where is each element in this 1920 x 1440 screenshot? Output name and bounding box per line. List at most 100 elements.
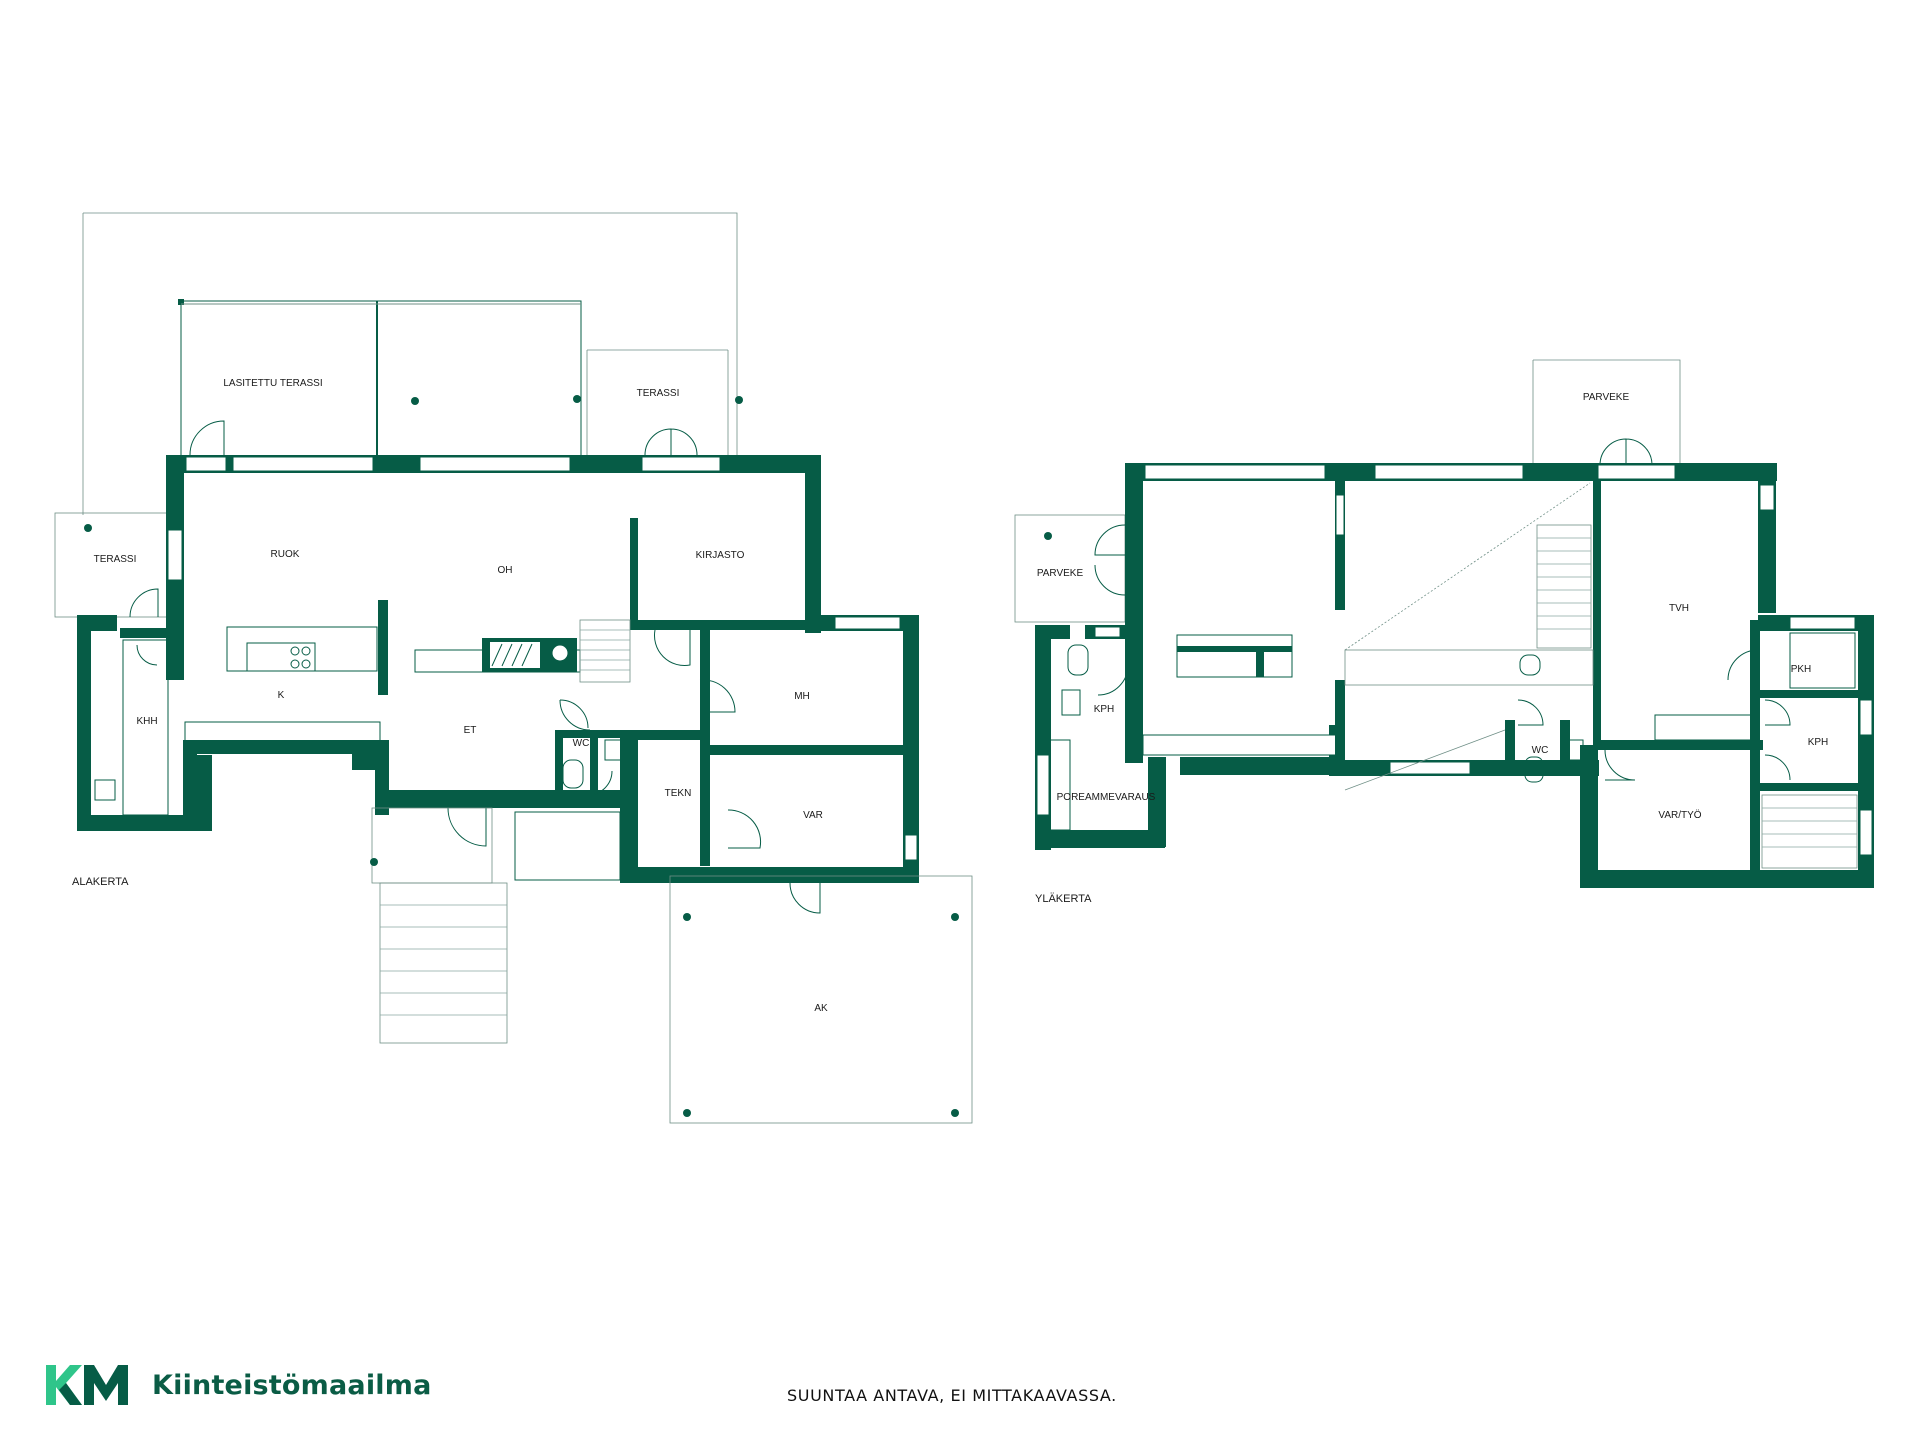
door: [1604, 749, 1636, 781]
terrace-post: [735, 396, 743, 404]
window: [1374, 464, 1524, 480]
wall: [903, 615, 919, 883]
ground-floor-plan: LASITETTU TERASSI TERASSI TERASSI RUOK O…: [54, 212, 973, 1124]
window: [1144, 464, 1326, 480]
window: [232, 456, 374, 472]
balcony-post: [1044, 532, 1052, 540]
void-diagonal: [1344, 482, 1591, 651]
wall: [1035, 830, 1165, 848]
terrace-boundary: [83, 212, 738, 455]
cooktop: [246, 642, 316, 672]
wall: [375, 790, 637, 808]
room-tvh: TVH: [1669, 603, 1689, 614]
window: [1389, 761, 1471, 775]
room-et: ET: [464, 725, 477, 736]
room-wc: WC: [573, 738, 590, 749]
room-oh: OH: [498, 565, 513, 576]
balcony-door: [1599, 438, 1653, 466]
dressing-room-shelves: [1789, 632, 1856, 689]
wall: [590, 730, 598, 800]
terrace-post: [411, 397, 419, 405]
washer: [94, 779, 116, 801]
door: [1517, 699, 1544, 726]
desk: [1654, 714, 1756, 741]
terrace-post: [573, 395, 581, 403]
entry-porch: [371, 807, 493, 884]
room-tekn: TEKN: [665, 788, 692, 799]
door: [699, 679, 736, 713]
wall: [1580, 870, 1874, 888]
room-lasitettu-terassi: LASITETTU TERASSI: [223, 378, 322, 389]
room-var-tyo: VAR/TYÖ: [1658, 809, 1701, 821]
wall: [77, 815, 212, 831]
wall: [805, 455, 821, 633]
glazed-terrace-door: [189, 420, 225, 456]
room-ruok: RUOK: [271, 549, 300, 560]
kitchen-counter: [184, 721, 381, 747]
door: [1727, 649, 1759, 681]
sauna-benches: [1761, 794, 1858, 869]
room-var: VAR: [803, 810, 823, 821]
wall: [1148, 757, 1166, 847]
carport-post: [951, 913, 959, 921]
carport-outline: [669, 875, 973, 1124]
wall: [630, 518, 638, 630]
wall: [183, 740, 197, 830]
terrace-left-outline: [54, 512, 168, 618]
door: [136, 644, 158, 666]
wall: [1335, 480, 1345, 610]
window: [167, 529, 183, 581]
entry-box: [514, 811, 621, 881]
balcony-top-outline: [1532, 359, 1681, 465]
wall: [378, 600, 388, 695]
glazed-terrace-corner: [178, 299, 184, 305]
wall: [1593, 480, 1601, 745]
wall: [1580, 745, 1598, 888]
door: [654, 629, 691, 666]
wall: [1125, 463, 1143, 763]
room-parveke: PARVEKE: [1583, 392, 1630, 403]
wall: [183, 740, 381, 754]
wall: [700, 740, 710, 866]
wardrobe-rail: [1177, 646, 1292, 652]
stairs: [579, 619, 631, 683]
room-wc-upper: WC: [1532, 745, 1549, 756]
door: [587, 770, 613, 796]
terrace-post: [84, 524, 92, 532]
window: [1859, 699, 1873, 736]
toilet: [562, 759, 584, 789]
entry-steps: [379, 882, 508, 1044]
window: [1759, 484, 1775, 511]
window: [1789, 616, 1856, 630]
fireplace-opening: [490, 642, 540, 668]
wall: [1035, 625, 1070, 639]
carport-post: [683, 913, 691, 921]
wall: [630, 730, 710, 740]
fireplace-round: [552, 645, 568, 661]
wall: [1750, 620, 1760, 888]
window: [1597, 464, 1676, 480]
wall: [620, 867, 919, 883]
wardrobe: [1176, 634, 1293, 678]
washbasin: [1519, 654, 1541, 676]
wall: [77, 617, 91, 830]
window: [641, 456, 721, 472]
wall: [630, 620, 820, 630]
room-parveke-left: PARVEKE: [1037, 568, 1084, 579]
entry-door: [447, 807, 487, 847]
window: [904, 834, 918, 861]
door: [559, 699, 591, 731]
door: [1764, 699, 1791, 726]
room-k: K: [278, 690, 285, 701]
wall: [1750, 783, 1865, 791]
room-poreammevaraus: POREAMMEVARAUS: [1057, 792, 1156, 803]
wall: [1593, 740, 1763, 750]
laundry-cabinets: [122, 639, 169, 816]
window: [1142, 734, 1339, 756]
balcony-left-door: [1094, 524, 1126, 596]
room-mh: MH: [794, 691, 810, 702]
wardrobe-divider: [1256, 652, 1264, 677]
upper-floor-plan: PARVEKE PARVEKE KPH POREAMMEVARAUS TVH P…: [1014, 359, 1874, 905]
terrace-top-outline: [586, 349, 729, 455]
